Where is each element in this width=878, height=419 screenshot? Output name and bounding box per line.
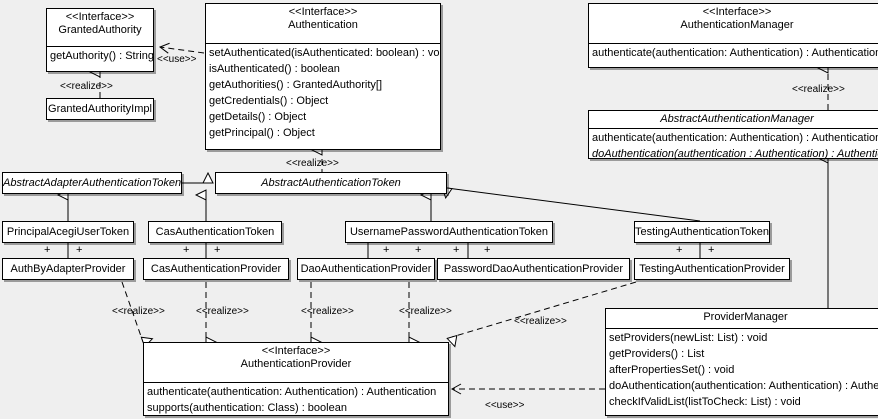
operations-compartment: authenticate(authentication: Authenticat… [144, 383, 448, 417]
edge-label-realize-dao-provider: <<realize>> [301, 306, 354, 317]
class-header: <<Interface>> GrantedAuthority [47, 9, 153, 47]
edge-label-realize-cas-provider: <<realize>> [196, 306, 249, 317]
class-abstract-authentication-manager[interactable]: AbstractAuthenticationManager authentica… [588, 110, 878, 160]
class-granted-authority-impl[interactable]: GrantedAuthorityImpl [46, 98, 154, 120]
association-mark-plus: + [214, 244, 221, 256]
edge-generalization-testingauthenticationtoken [447, 188, 701, 222]
edge-label-realize-password-dao-provider: <<realize>> [399, 306, 452, 317]
class-name-label: AuthenticationManager [680, 19, 794, 31]
association-mark-plus: + [76, 244, 83, 256]
operation-item: getAuthority() : String [50, 50, 153, 62]
class-principal-acegi-user-token[interactable]: PrincipalAcegiUserToken [2, 221, 134, 243]
class-name-label: Authentication [288, 19, 358, 31]
operations-compartment: authenticate(authentication: Authenticat… [589, 129, 878, 163]
class-name-label: ProviderManager [703, 311, 788, 323]
operations-compartment: getAuthority() : String [47, 47, 153, 65]
operation-item: afterPropertiesSet() : void [609, 364, 735, 376]
association-mark-plus: + [383, 244, 390, 256]
operation-item: getAuthorities() : GrantedAuthority[] [209, 79, 383, 91]
association-mark-plus: + [484, 244, 491, 256]
class-header: <<Interface>> AuthenticationProvider [144, 343, 448, 383]
class-cas-authentication-token[interactable]: CasAuthenticationToken [148, 221, 282, 243]
class-password-dao-authentication-provider[interactable]: PasswordDaoAuthenticationProvider [437, 258, 630, 280]
class-testing-authentication-token[interactable]: TestingAuthenticationToken [634, 221, 770, 243]
stereotype-label: <<Interface>> [288, 6, 358, 18]
class-cas-authentication-provider[interactable]: CasAuthenticationProvider [143, 258, 289, 280]
operation-item: doAuthentication(authentication : Authen… [592, 148, 878, 160]
operation-item: authenticate(authentication: Authenticat… [592, 132, 878, 144]
class-granted-authority[interactable]: <<Interface>> GrantedAuthority getAuthor… [46, 8, 154, 72]
operation-item: checkIfValidList(listToCheck: List) : vo… [609, 396, 801, 408]
operations-compartment: authenticate(authentication: Authenticat… [589, 44, 878, 62]
edge-use-authentication-grantedauthority [158, 42, 205, 54]
class-provider-manager[interactable]: ProviderManager setProviders(newList: Li… [605, 308, 878, 416]
class-header: ProviderManager [606, 309, 878, 329]
association-mark-plus: + [708, 244, 715, 256]
operation-item: getCredentials() : Object [209, 95, 329, 107]
class-name-label: GrantedAuthority [58, 24, 142, 36]
class-name-label: AbstractAuthenticationManager [660, 113, 814, 125]
association-mark-plus: + [44, 244, 51, 256]
operation-item: getDetails() : Object [209, 111, 307, 123]
class-username-password-authentication-token[interactable]: UsernamePasswordAuthenticationToken [345, 221, 553, 243]
class-authentication-manager[interactable]: <<Interface>> AuthenticationManager auth… [588, 3, 878, 68]
class-abstract-adapter-authentication-token[interactable]: AbstractAdapterAuthenticationToken [2, 172, 182, 194]
class-authentication[interactable]: <<Interface>> Authentication setAuthenti… [205, 3, 441, 150]
operation-item: getProviders() : List [609, 348, 705, 360]
edge-label-realize-abstract-authentication-token: <<realize>> [286, 158, 339, 169]
operation-item: authenticate(authentication: Authenticat… [592, 47, 878, 59]
class-header: <<Interface>> Authentication [206, 4, 440, 44]
stereotype-label: <<Interface>> [65, 11, 135, 23]
class-dao-authentication-provider[interactable]: DaoAuthenticationProvider [297, 258, 435, 280]
association-mark-plus: + [453, 244, 460, 256]
operation-item: authenticate(authentication: Authenticat… [147, 386, 437, 398]
edge-label-use-granted-authority: <<use>> [157, 54, 197, 65]
association-mark-plus: + [415, 244, 422, 256]
class-name-label: AuthenticationProvider [240, 358, 352, 370]
class-header: AbstractAuthenticationManager [589, 111, 878, 129]
operation-item: getPrincipal() : Object [209, 127, 315, 139]
operation-item: setAuthenticated(isAuthenticated: boolea… [209, 47, 440, 59]
operations-compartment: setAuthenticated(isAuthenticated: boolea… [206, 44, 440, 142]
operation-item: setProviders(newList: List) : void [609, 332, 768, 344]
stereotype-label: <<Interface>> [261, 345, 331, 357]
operations-compartment: setProviders(newList: List) : void getPr… [606, 329, 878, 411]
class-auth-by-adapter-provider[interactable]: AuthByAdapterProvider [2, 258, 134, 280]
class-header: <<Interface>> AuthenticationManager [589, 4, 878, 44]
edge-label-realize-abstract-authentication-manager: <<realize>> [792, 84, 845, 95]
stereotype-label: <<Interface>> [702, 6, 772, 18]
association-mark-plus: + [676, 244, 683, 256]
operation-item: supports(authentication: Class) : boolea… [147, 402, 347, 414]
class-authentication-provider[interactable]: <<Interface>> AuthenticationProvider aut… [143, 342, 449, 416]
edge-label-realize-testing-provider: <<realize>> [514, 316, 567, 327]
association-mark-plus: + [183, 244, 190, 256]
edge-label-realize-auth-by-adapter-provider: <<realize>> [112, 306, 165, 317]
edge-label-use-provider-manager: <<use>> [485, 400, 525, 411]
operation-item: doAuthentication(authentication: Authent… [609, 380, 878, 392]
edge-label-realize-granted-authority-impl: <<realize>> [60, 81, 113, 92]
operation-item: isAuthenticated() : boolean [209, 63, 340, 75]
class-testing-authentication-provider[interactable]: TestingAuthenticationProvider [634, 258, 790, 280]
class-abstract-authentication-token[interactable]: AbstractAuthenticationToken [215, 172, 447, 194]
